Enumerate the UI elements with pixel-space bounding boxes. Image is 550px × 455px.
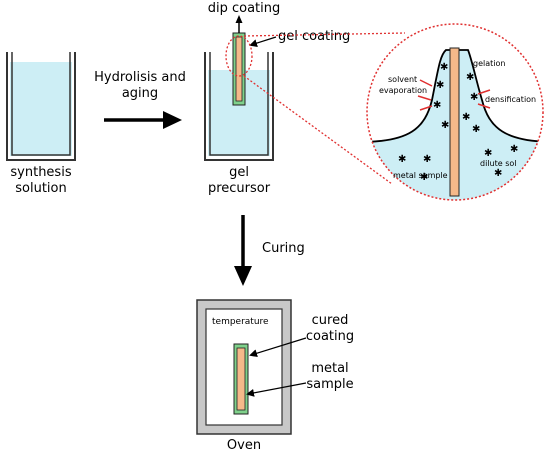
gel-label-line2: precursor [208, 181, 271, 196]
oven [196, 299, 292, 435]
dilute-sol-label: dilute sol [480, 159, 516, 168]
svg-text:✱: ✱ [472, 124, 480, 135]
solvent-label-line2: evaporation [379, 86, 427, 95]
zoom-metal-sample [449, 47, 460, 197]
gel-label-line1: gel [229, 165, 249, 180]
metal-label-line2: sample [306, 377, 353, 392]
cured-label-line1: cured [312, 313, 349, 328]
hydrolysis-label-line1: Hydrolisis and [94, 70, 186, 85]
evaporation-arrows [417, 79, 433, 111]
svg-text:✱: ✱ [441, 120, 449, 131]
svg-text:✱: ✱ [420, 172, 428, 183]
gelation-label: gelation [473, 59, 505, 68]
zoom-indicator [225, 32, 406, 185]
svg-text:✱: ✱ [398, 154, 406, 165]
synthesis-liquid [10, 62, 72, 156]
curing-label: Curing [262, 241, 305, 256]
gel-particles: ✱ ✱ ✱ ✱ ✱ ✱ ✱ ✱ ✱ ✱ ✱ ✱ ✱ ✱ [398, 62, 518, 183]
solvent-label-line1: solvent [388, 75, 417, 84]
metal-sample-zoom-label: metal sample [393, 171, 448, 180]
cured-label-line2: coating [306, 329, 354, 344]
gel-metal-sample [235, 36, 243, 102]
svg-text:✱: ✱ [436, 80, 444, 91]
dip-coating-label: dip coating [208, 1, 281, 16]
svg-text:✱: ✱ [470, 92, 478, 103]
densification-label: densification [485, 95, 536, 104]
metal-sample-pointer [246, 382, 307, 397]
svg-text:✱: ✱ [440, 62, 448, 73]
svg-text:✱: ✱ [433, 100, 441, 111]
zoom-circle [366, 23, 544, 201]
metal-label-line1: metal [311, 361, 348, 376]
cured-coating-pointer [249, 337, 307, 358]
svg-text:✱: ✱ [494, 168, 502, 179]
oven-label: Oven [227, 438, 261, 453]
dip-coating-arrow [235, 15, 243, 33]
svg-text:✱: ✱ [510, 144, 518, 155]
curing-arrow [234, 215, 252, 286]
svg-text:✱: ✱ [462, 112, 470, 123]
hydrolysis-label-line2: aging [122, 86, 158, 101]
synthesis-label-line1: synthesis [10, 165, 71, 180]
synthesis-label-line2: solution [15, 181, 66, 196]
oven-metal-sample [236, 347, 246, 411]
zoom-detail: ✱ ✱ ✱ ✱ ✱ ✱ ✱ ✱ ✱ ✱ ✱ ✱ ✱ ✱ [366, 23, 544, 201]
gel-coating-label: gel coating [278, 29, 350, 44]
gel-coating-pointer [249, 36, 277, 47]
svg-text:✱: ✱ [466, 72, 474, 83]
synthesis-beaker [6, 52, 76, 161]
temperature-label: temperature [212, 317, 269, 327]
svg-text:✱: ✱ [484, 148, 492, 159]
gel-beaker [204, 32, 274, 161]
svg-text:✱: ✱ [423, 154, 431, 165]
hydrolysis-arrow [104, 111, 182, 129]
densification-arrows [477, 89, 491, 109]
